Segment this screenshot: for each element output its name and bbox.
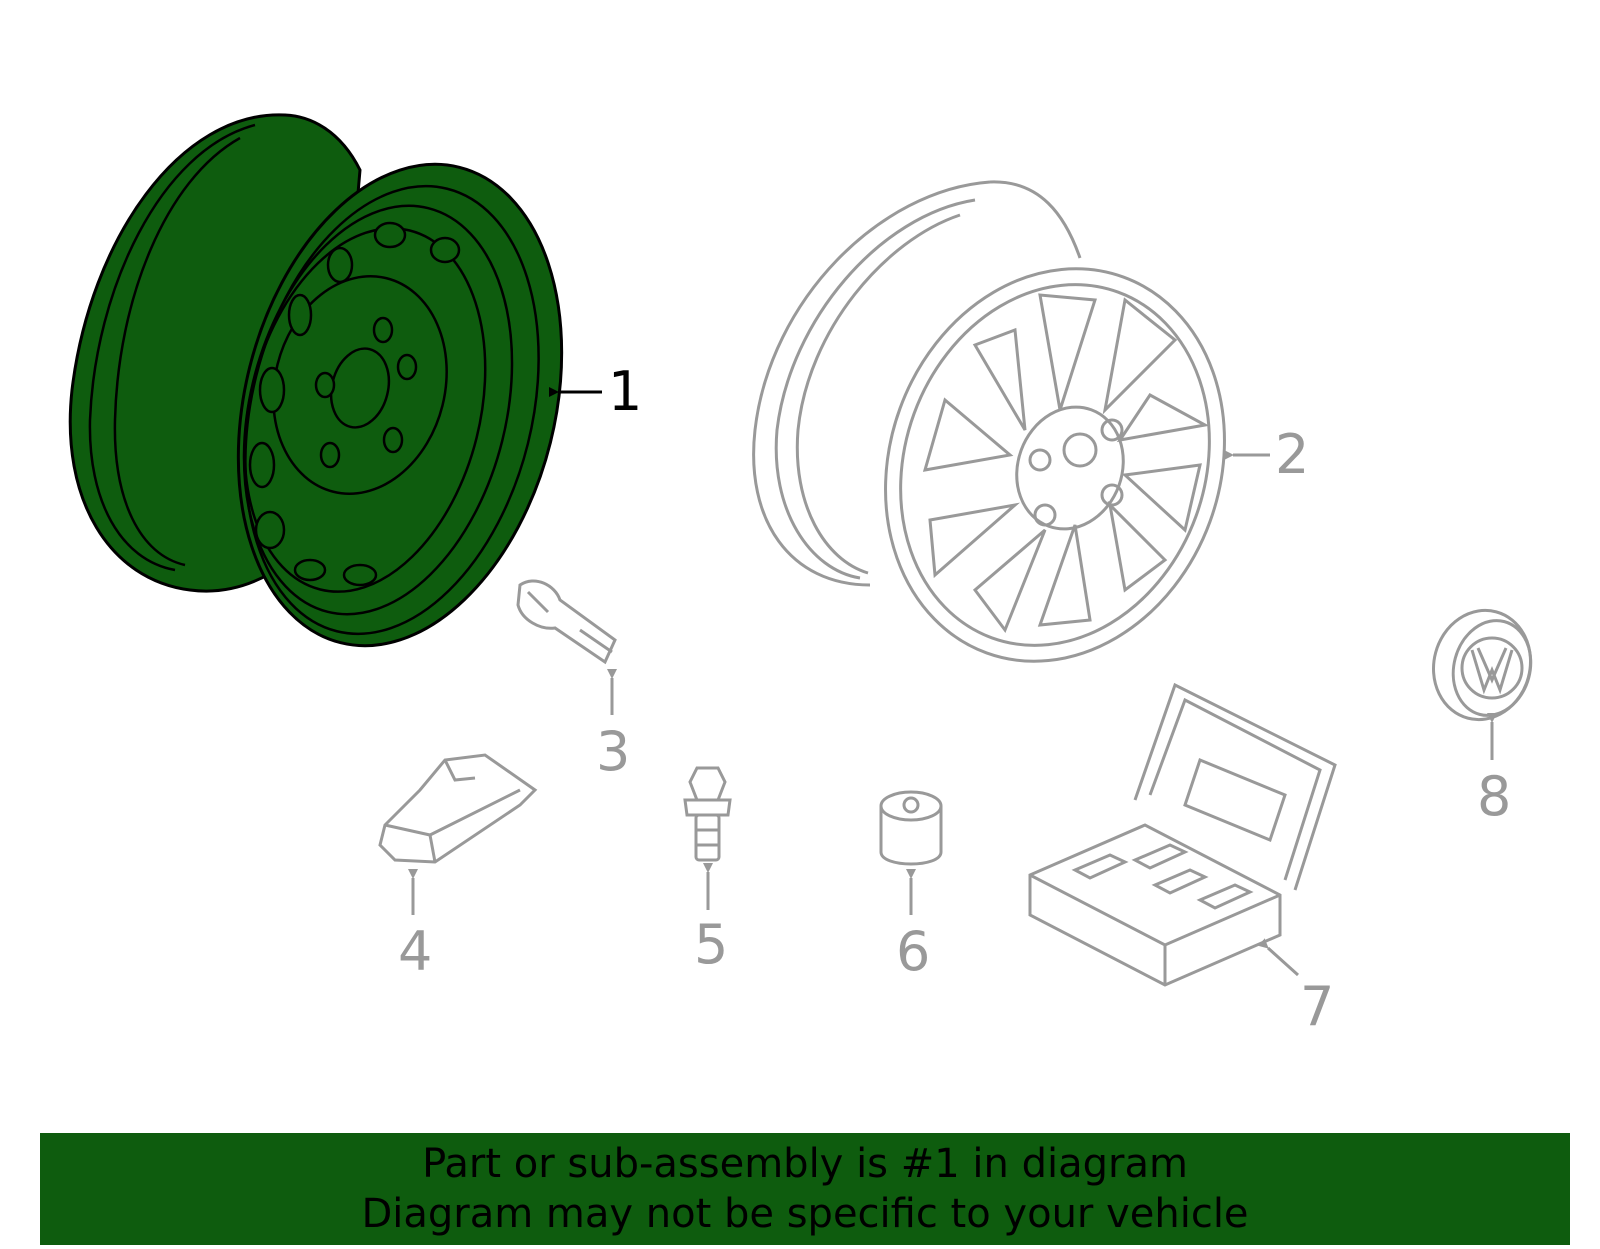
center-cap-part-8[interactable] [1421,599,1542,730]
diagram-note-banner: Part or sub-assembly is #1 in diagram Di… [40,1133,1570,1245]
note-line-highlighted-part: Part or sub-assembly is #1 in diagram [422,1141,1188,1187]
valve-stem-part-3[interactable] [516,579,617,665]
steel-wheel-part-1[interactable] [68,113,609,680]
callout-number-6: 6 [896,920,930,983]
callout-number-1: 1 [608,360,642,423]
tool-case-part-7[interactable] [1028,682,1337,987]
callout-number-4: 4 [398,920,432,983]
lock-nut-part-6[interactable] [879,790,943,866]
callout-number-3: 3 [596,720,630,783]
callout-number-2: 2 [1275,423,1309,486]
callout-number-5: 5 [694,913,728,976]
callout-number-8: 8 [1477,765,1511,828]
alloy-wheel-part-2[interactable] [752,180,1279,709]
callout-number-7: 7 [1300,975,1334,1038]
note-line-disclaimer: Diagram may not be specific to your vehi… [361,1191,1249,1237]
wheel-bolt-part-5[interactable] [683,766,732,862]
callout-arrow-7 [1257,938,1300,977]
tpms-sensor-part-4[interactable] [378,753,538,864]
